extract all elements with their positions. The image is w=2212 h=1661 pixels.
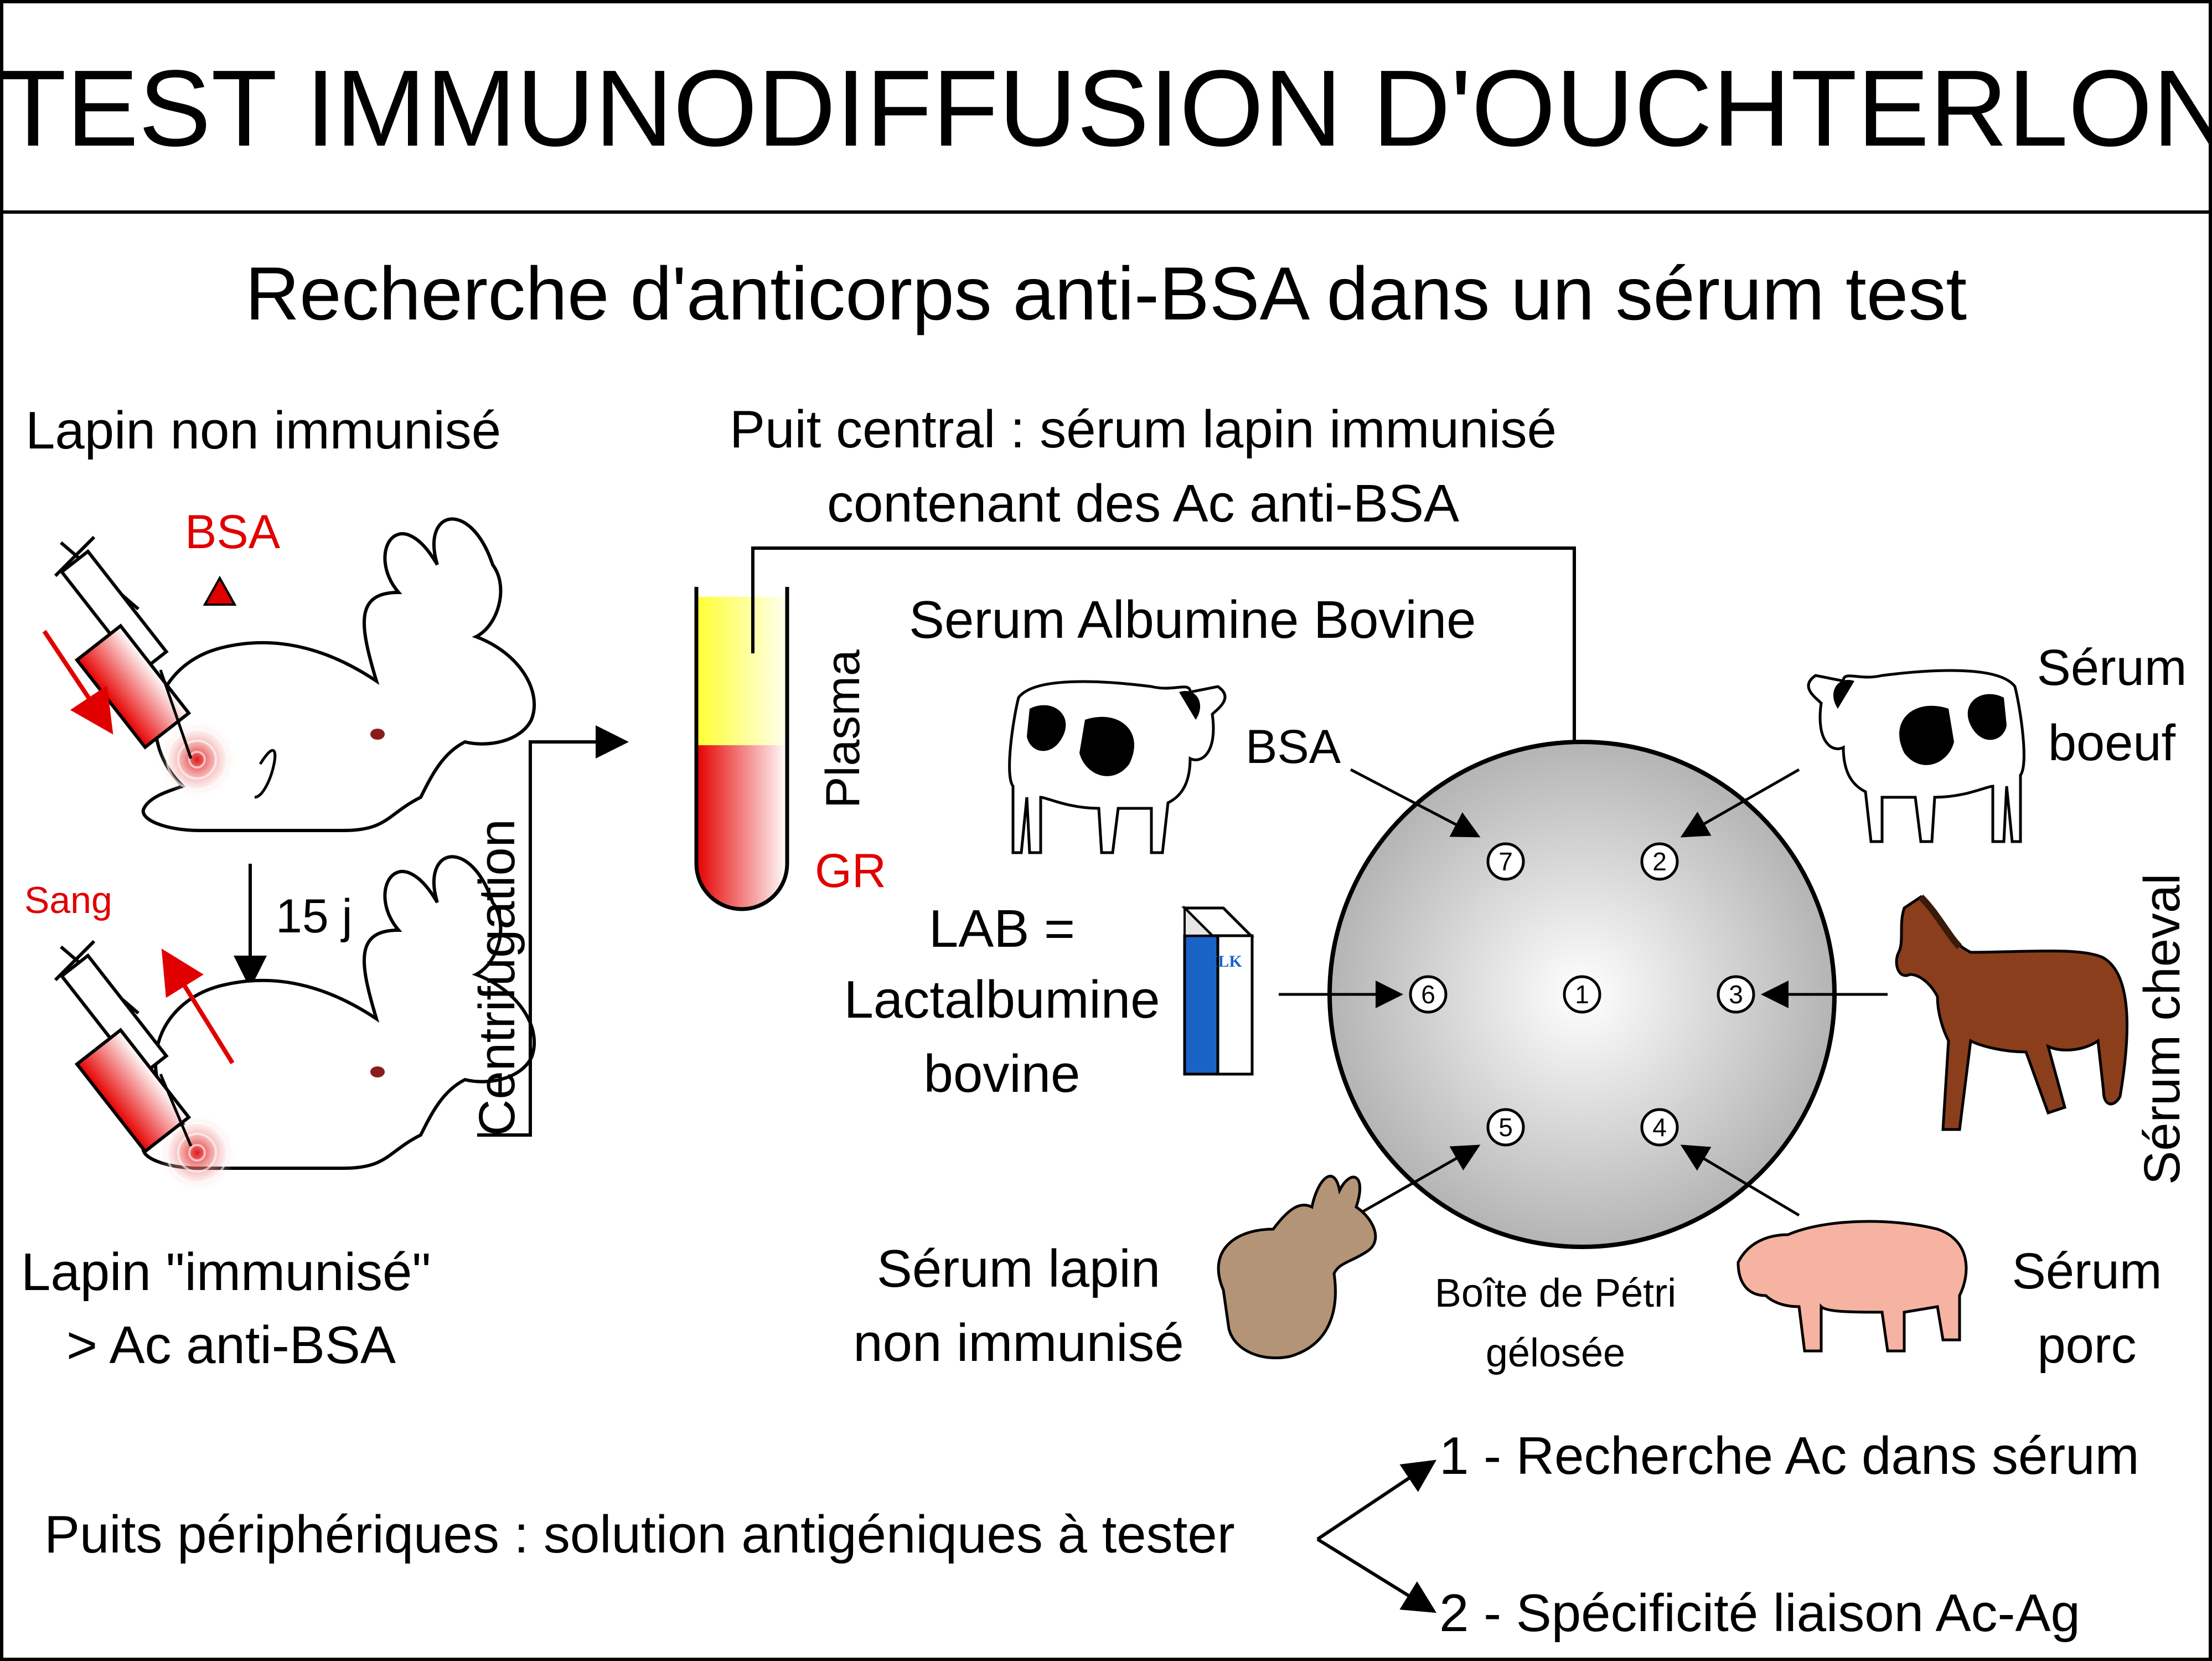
bsa-injection-label: BSA [185,505,281,559]
central-well-label-2: contenant des Ac anti-BSA [826,474,1460,533]
rabbit-bottom-label-2: > Ac anti-BSA [66,1316,396,1375]
petri-label-1: Boîte de Pétri [1434,1271,1677,1316]
cow-bsa-icon [1008,680,1227,854]
test-tube-icon [694,587,789,911]
serum-lapin-label-2: non immunisé [853,1313,1184,1373]
rabbit-bottom-icon [141,855,536,1193]
central-well-label-1: Puit central : sérum lapin immunisé [730,400,1557,459]
gr-label: GR [815,844,886,897]
well-3-label: 3 [1729,980,1743,1009]
bsa-triangle-icon [203,575,237,606]
lab-label-1: LAB = [928,899,1076,958]
syringe-top-icon [54,535,193,759]
rabbit-top-label: Lapin non immunisé [25,401,502,460]
brown-rabbit-icon [1217,1174,1377,1360]
well-1-label: 1 [1575,980,1589,1009]
well-2 [1640,842,1679,881]
milk-carton-icon: MILK [1181,905,1255,1076]
serum-boeuf-label-2: boeuf [2048,715,2176,771]
rabbit-bottom-label-1: Lapin "immunisé" [21,1242,431,1302]
outcome-2: 2 - Spécificité liaison Ac-Ag [1439,1583,2080,1643]
well-4 [1640,1108,1679,1147]
body-frame [0,210,2212,1661]
serum-porc-label-1: Sérum [2012,1243,2162,1299]
serum-porc-label-2: porc [2037,1317,2137,1374]
well-3 [1717,975,1755,1014]
delay-label: 15 j [276,890,353,943]
cow-serum-boeuf-icon [1807,669,2025,843]
well-5 [1486,1108,1525,1147]
lab-label-3: bovine [923,1044,1081,1103]
bsa-short-label: BSA [1245,720,1341,773]
syringe-bottom-icon [54,940,193,1154]
well-4-label: 4 [1652,1113,1667,1142]
pig-icon [1736,1220,1968,1353]
petri-label-2: gélosée [1485,1331,1626,1375]
page-title: TEST IMMUNODIFFUSION D'OUCHTERLONY [0,48,2212,169]
well-7-label: 7 [1498,847,1513,876]
serum-lapin-label-1: Sérum lapin [876,1239,1161,1298]
well-6 [1409,975,1448,1014]
lab-label-2: Lactalbumine [844,970,1160,1029]
plasma-label: Plasma [816,649,870,808]
well-1 [1563,975,1601,1014]
outcome-1: 1 - Recherche Ac dans sérum [1439,1426,2139,1485]
well-6-label: 6 [1421,980,1435,1009]
serum-cheval-label: Sérum cheval [2134,873,2190,1185]
well-2-label: 2 [1652,847,1667,876]
well-5-label: 5 [1498,1113,1513,1142]
page-subtitle: Recherche d'anticorps anti-BSA dans un s… [245,251,1967,336]
sang-label: Sang [24,879,112,921]
well-7 [1486,842,1525,881]
serum-boeuf-label-1: Sérum [2037,639,2187,696]
wells: 1 2 3 4 5 6 7 [1409,842,1755,1147]
bsa-source-title: Serum Albumine Bovine [909,590,1476,649]
centrifugation-label: Centrifugation [469,819,525,1136]
rabbit-top-icon [141,517,536,832]
peripheral-wells-label: Puits périphériques : solution antigéniq… [44,1505,1235,1564]
horse-icon [1895,894,2128,1131]
milk-label: MILK [1196,952,1242,971]
